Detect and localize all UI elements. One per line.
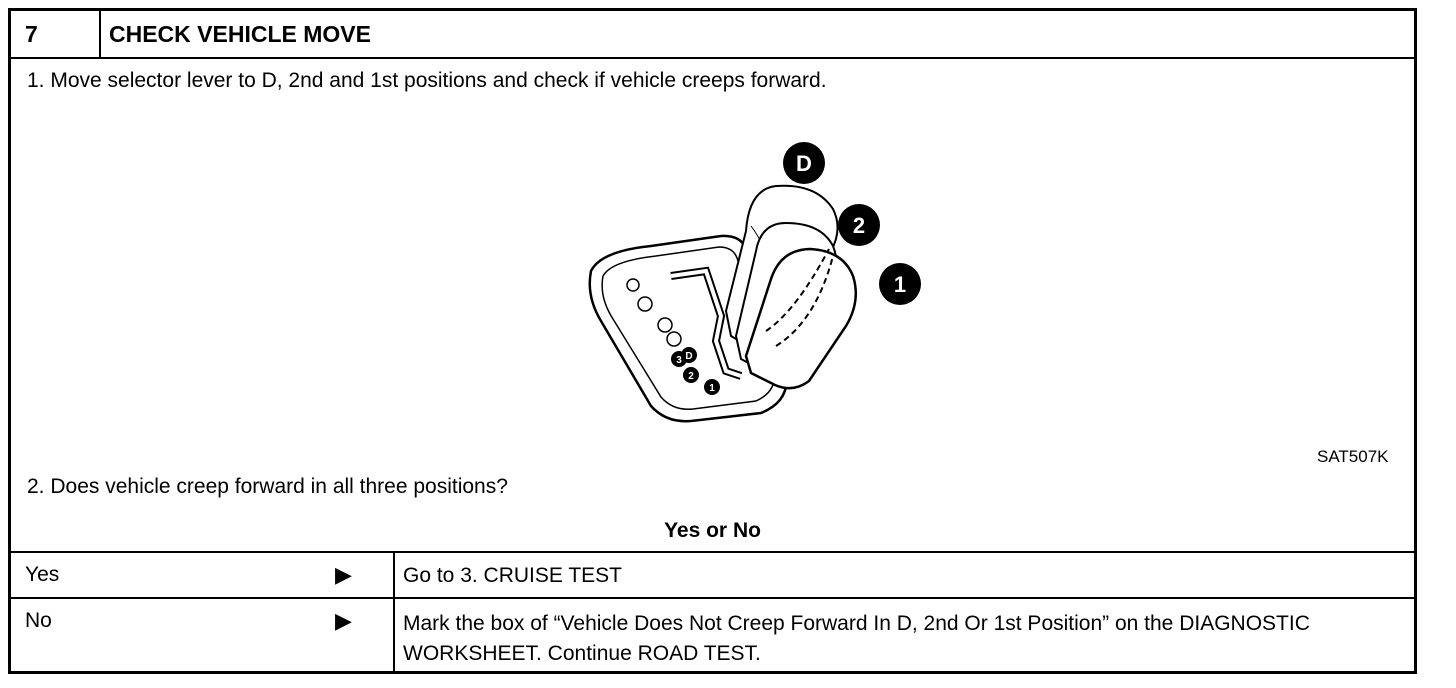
gate-marker-1: 1 [709,383,715,394]
step-header: 7 CHECK VEHICLE MOVE [11,11,1414,59]
answer-label: Yes [25,563,60,586]
step-title: CHECK VEHICLE MOVE [109,21,371,47]
instruction-step-1: 1. Move selector lever to D, 2nd and 1st… [27,69,827,92]
gate-marker-3: 3 [676,355,682,366]
diagnostic-step-table: 7 CHECK VEHICLE MOVE 1. Move selector le… [8,8,1417,674]
console-inner [601,246,776,410]
console-plate [588,234,788,423]
callout-2: 2 [853,213,865,238]
arrow-right-icon: ▶ [335,562,352,587]
answer-result: Mark the box of “Vehicle Does Not Creep … [393,599,1417,674]
selector-lever-illustration: 3 D 2 1 D 2 1 [588,142,921,423]
callout-d: D [796,151,812,176]
lever-position-1 [744,247,858,390]
callout-1: 1 [894,272,906,297]
step-number: 7 [11,11,101,57]
answer-row-yes: Yes ▶ Go to 3. CRUISE TEST [11,551,1414,597]
gate-position-markers: 3 D 2 1 [671,347,720,395]
arrow-right-icon: ▶ [335,608,352,633]
instruction-step-2: 2. Does vehicle creep forward in all thr… [27,475,508,498]
answer-label: No [25,609,52,632]
gate-marker-d: D [685,351,692,362]
answer-result: Go to 3. CRUISE TEST [393,553,1417,597]
answer-row-no: No ▶ Mark the box of “Vehicle Does Not C… [11,597,1414,674]
gate-marker-2: 2 [688,371,694,382]
question-label: Yes or No [664,519,761,542]
figure-code: SAT507K [1317,447,1389,466]
